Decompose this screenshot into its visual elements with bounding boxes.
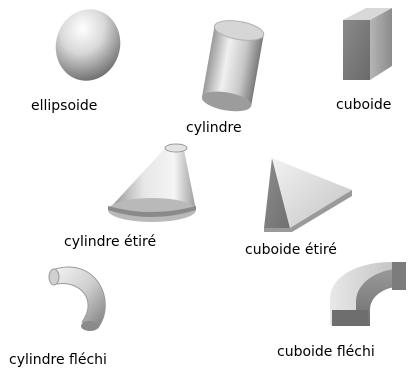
tapered-cuboid-label: cuboide étiré xyxy=(245,242,337,258)
bent-cylinder-label: cylindre fléchi xyxy=(9,352,107,368)
ellipsoid-label: ellipsoide xyxy=(31,98,97,114)
cuboid-label: cuboide xyxy=(336,97,391,113)
cylinder-label: cylindre xyxy=(186,120,242,136)
cuboid-shape xyxy=(343,8,392,80)
tapered-cuboid-shape xyxy=(264,158,352,232)
tapered-cylinder-shape xyxy=(108,144,196,222)
cylinder-shape xyxy=(200,17,265,114)
bent-cuboid-shape xyxy=(330,262,406,326)
ellipsoid-shape xyxy=(48,2,128,88)
tapered-cylinder-label: cylindre étiré xyxy=(64,234,156,250)
bent-cuboid-label: cuboide fléchi xyxy=(277,344,375,360)
bent-cylinder-shape xyxy=(49,267,105,331)
